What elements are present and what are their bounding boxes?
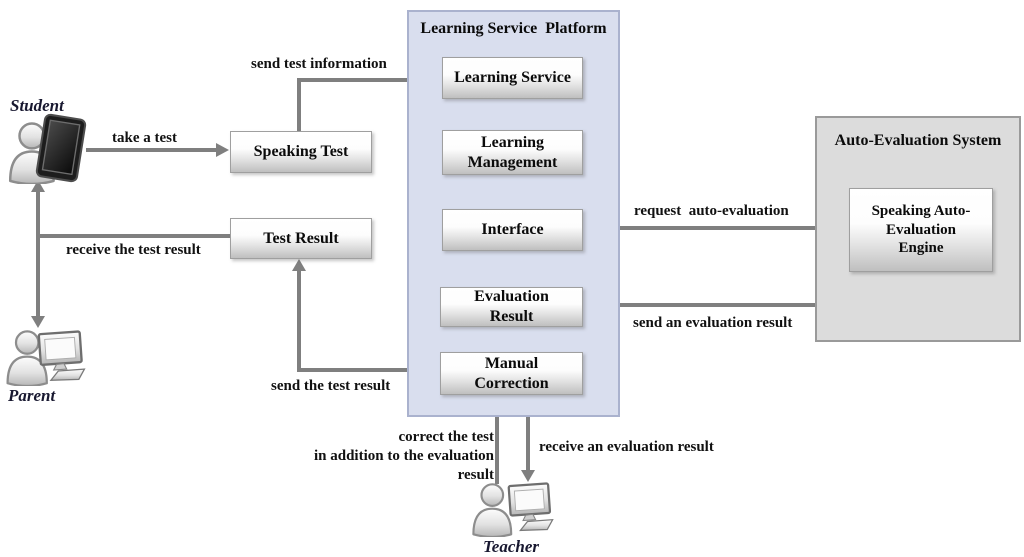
edge-label-request-auto-evaluation: request auto-evaluation <box>634 203 789 219</box>
edge-label-receive-the-test-result: receive the test result <box>66 242 201 258</box>
line-segment <box>526 396 530 470</box>
node-label: Evaluation Result <box>474 288 549 325</box>
node-label: Learning Service <box>454 69 571 86</box>
line-segment <box>297 78 429 82</box>
node-speaking-test[interactable]: Speaking Test <box>230 131 372 173</box>
node-evaluation-result[interactable]: Evaluation Result <box>440 287 583 327</box>
node-label: Learning Management <box>467 133 558 171</box>
actor-label-parent: Parent <box>8 386 56 405</box>
edge-label-take-a-test: take a test <box>112 130 177 146</box>
line-segment <box>36 234 230 238</box>
teacher-person-icon <box>472 483 513 537</box>
arrowhead-right-icon <box>216 143 229 157</box>
line-segment <box>583 226 836 230</box>
teacher-computer-icon <box>507 482 554 532</box>
line-segment <box>597 303 920 307</box>
node-interface[interactable]: Interface <box>442 209 583 251</box>
parent-person-icon <box>6 330 48 386</box>
node-learning-service[interactable]: Learning Service <box>442 57 583 99</box>
node-speaking-auto-evaluation-engine[interactable]: Speaking Auto-Evaluation Engine <box>849 188 993 272</box>
parent-computer-icon <box>37 330 86 381</box>
actor-label-student: Student <box>10 96 64 115</box>
edge-label-send-the-test-result: send the test result <box>271 378 391 394</box>
arrowhead-down-icon <box>31 316 45 328</box>
arrowhead-up-icon <box>292 259 306 271</box>
node-learning-management[interactable]: Learning Management <box>442 130 583 175</box>
node-label: Speaking Auto-Evaluation Engine <box>871 202 971 257</box>
platform-title: Learning Service Platform <box>420 20 607 37</box>
line-segment <box>297 270 301 372</box>
edge-label-send-an-evaluation-result: send an evaluation result <box>633 315 793 331</box>
line-segment <box>495 407 499 484</box>
line-segment <box>36 192 40 316</box>
node-label: Manual Correction <box>474 354 549 392</box>
node-manual-correction[interactable]: Manual Correction <box>440 352 583 395</box>
actor-label-teacher: Teacher <box>482 537 540 556</box>
line-segment <box>297 78 301 133</box>
node-label: Speaking Test <box>253 143 349 160</box>
arrowhead-down-icon <box>521 470 535 482</box>
line-segment <box>86 148 217 152</box>
node-test-result[interactable]: Test Result <box>230 218 372 259</box>
node-label: Test Result <box>263 229 339 247</box>
edge-label-correct-the-test: correct the test in addition to the eval… <box>280 428 494 485</box>
line-segment <box>297 368 441 372</box>
student-tablet-icon <box>35 113 87 183</box>
edge-label-line1: correct the test <box>398 429 495 445</box>
edge-label-send-test-information: send test information <box>251 56 387 72</box>
node-label: Interface <box>481 221 544 238</box>
edge-label-line2: in addition to the evaluation result <box>313 448 494 483</box>
auto-evaluation-title: Auto-Evaluation System <box>834 132 1002 149</box>
edge-label-receive-an-evaluation-result: receive an evaluation result <box>539 439 714 455</box>
